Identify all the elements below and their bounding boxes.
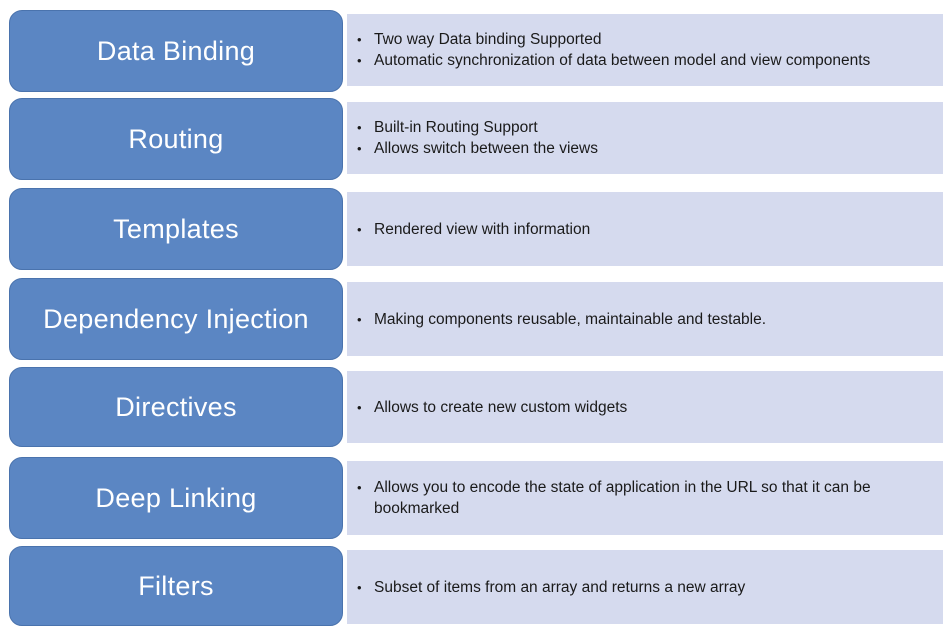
bullet-dot: • — [357, 399, 362, 415]
feature-label-box: Deep Linking — [9, 457, 343, 539]
bullet-dot: • — [357, 53, 362, 68]
feature-label-box: Templates — [9, 188, 343, 270]
feature-description-box: • Allows you to encode the state of appl… — [347, 461, 943, 535]
feature-name: Directives — [115, 391, 237, 422]
bullet-dot: • — [357, 311, 362, 327]
feature-row-templates: Templates • Rendered view with informati… — [0, 188, 950, 270]
bullet-item: • Rendered view with information — [357, 219, 919, 240]
feature-label-box: Routing — [9, 98, 343, 180]
bullet-text: Automatic synchronization of data betwee… — [374, 52, 871, 69]
bullet-item: • Making components reusable, maintainab… — [357, 309, 919, 330]
feature-label-box: Dependency Injection — [9, 278, 343, 360]
feature-description-box: • Built-in Routing Support • Allows swit… — [347, 102, 943, 174]
feature-row-filters: Filters • Subset of items from an array … — [0, 546, 950, 626]
bullet-dot: • — [357, 480, 362, 495]
feature-name: Filters — [138, 570, 214, 601]
feature-name: Deep Linking — [95, 482, 257, 513]
bullet-item: • Two way Data binding Supported — [357, 29, 919, 50]
feature-name: Data Binding — [96, 35, 256, 66]
bullet-item: • Allows you to encode the state of appl… — [357, 477, 919, 519]
feature-row-directives: Directives • Allows to create new custom… — [0, 367, 950, 447]
bullet-text: Two way Data binding Supported — [374, 31, 602, 48]
feature-name: Templates — [113, 213, 239, 244]
feature-row-dependency-injection: Dependency Injection • Making components… — [0, 278, 950, 360]
bullet-text: Built-in Routing Support — [374, 119, 538, 136]
bullet-text: Allows you to encode the state of applic… — [374, 479, 871, 517]
bullet-text: Making components reusable, maintainable… — [374, 310, 767, 328]
bullet-dot: • — [357, 120, 362, 135]
feature-row-deep-linking: Deep Linking • Allows you to encode the … — [0, 457, 950, 539]
feature-row-routing: Routing • Built-in Routing Support • All… — [0, 98, 950, 180]
feature-description-box: • Rendered view with information — [347, 192, 943, 266]
feature-label-box: Filters — [9, 546, 343, 626]
feature-row-data-binding: Data Binding • Two way Data binding Supp… — [0, 10, 950, 92]
feature-label-box: Directives — [9, 367, 343, 447]
bullet-dot: • — [357, 579, 362, 595]
bullet-item: • Automatic synchronization of data betw… — [357, 50, 919, 71]
feature-description-box: • Making components reusable, maintainab… — [347, 282, 943, 356]
feature-description-box: • Allows to create new custom widgets — [347, 371, 943, 443]
feature-label-box: Data Binding — [9, 10, 343, 92]
bullet-text: Subset of items from an array and return… — [374, 578, 746, 596]
bullet-item: • Allows to create new custom widgets — [357, 397, 919, 418]
feature-description-box: • Subset of items from an array and retu… — [347, 550, 943, 624]
feature-description-box: • Two way Data binding Supported • Autom… — [347, 14, 943, 86]
bullet-item: • Allows switch between the views — [357, 138, 919, 159]
bullet-dot: • — [357, 141, 362, 156]
bullet-dot: • — [357, 221, 362, 237]
bullet-text: Allows to create new custom widgets — [374, 398, 628, 416]
feature-name: Dependency Injection — [43, 303, 309, 334]
bullet-item: • Built-in Routing Support — [357, 117, 919, 138]
feature-name: Routing — [128, 123, 224, 154]
bullet-item: • Subset of items from an array and retu… — [357, 577, 919, 598]
bullet-text: Rendered view with information — [374, 220, 591, 238]
bullet-text: Allows switch between the views — [374, 140, 598, 157]
bullet-dot: • — [357, 32, 362, 47]
